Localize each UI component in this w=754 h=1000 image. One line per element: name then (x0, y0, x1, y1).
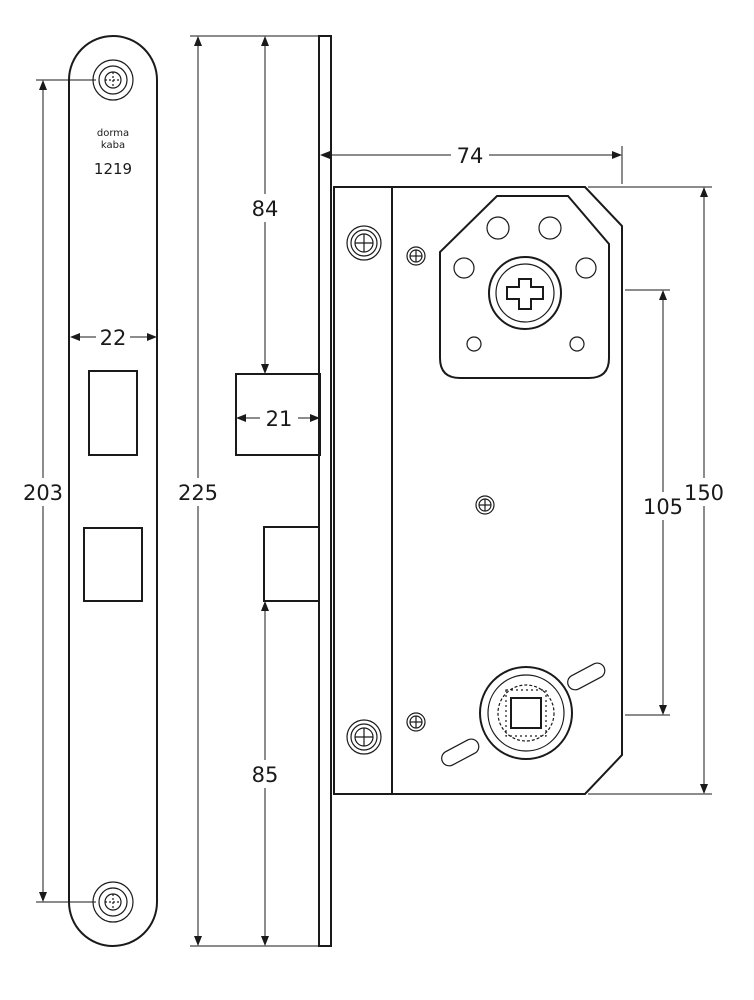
side-view: 225 84 21 85 (174, 35, 332, 947)
case-screw-bottom-small-icon (406, 712, 426, 732)
dim-backset: 74 (320, 143, 623, 184)
brand-line-1: dorma (97, 128, 129, 139)
dim-case-height-label: 150 (684, 481, 724, 505)
dim-overall-height: 225 (174, 35, 319, 947)
latch-opening (88, 370, 138, 456)
dim-handle-to-cylinder: 105 (625, 289, 686, 716)
case-screw-top-small-icon (406, 246, 426, 266)
handle-follower (441, 662, 606, 767)
model-number: 1219 (94, 160, 132, 178)
dim-bottom-to-bolt-label: 85 (252, 763, 279, 787)
case-screw-top-large-icon (346, 225, 382, 261)
deadbolt-side (263, 526, 320, 602)
dim-faceplate-width: 22 (70, 325, 157, 350)
case-front-strip (333, 186, 393, 795)
dim-case-height: 150 (588, 186, 726, 795)
brand-line-2: kaba (101, 140, 125, 151)
case-screw-bottom-large-icon (346, 719, 382, 755)
dim-backset-label: 74 (457, 144, 484, 168)
faceplate-outline (68, 35, 158, 947)
dim-faceplate-width-label: 22 (100, 326, 127, 350)
dim-latch-projection: 21 (236, 405, 320, 431)
dim-latch-projection-label: 21 (266, 407, 293, 431)
spindle-square-icon (510, 697, 542, 729)
case-screw-center-icon (475, 495, 495, 515)
dim-bottom-to-bolt: 85 (245, 601, 285, 946)
faceplate-view: dorma kaba 1219 22 203 (20, 35, 158, 947)
faceplate-top-screw-icon (92, 59, 134, 101)
latch-bolt-side (235, 373, 321, 456)
dim-screw-spacing-label: 203 (23, 481, 63, 505)
bolt-opening (83, 527, 143, 602)
cylinder-cam-icon (488, 256, 562, 330)
cylinder-plate (439, 195, 610, 379)
case-body-outline (391, 186, 623, 795)
dim-top-to-latch-label: 84 (252, 197, 279, 221)
lock-case-view: 74 105 150 (320, 143, 726, 795)
side-faceplate (318, 35, 332, 947)
faceplate-bottom-screw-icon (92, 881, 134, 923)
dim-handle-to-cylinder-label: 105 (643, 495, 683, 519)
dim-overall-height-label: 225 (178, 481, 218, 505)
dim-screw-spacing: 203 (20, 79, 96, 903)
dim-top-to-latch: 84 (245, 36, 285, 374)
